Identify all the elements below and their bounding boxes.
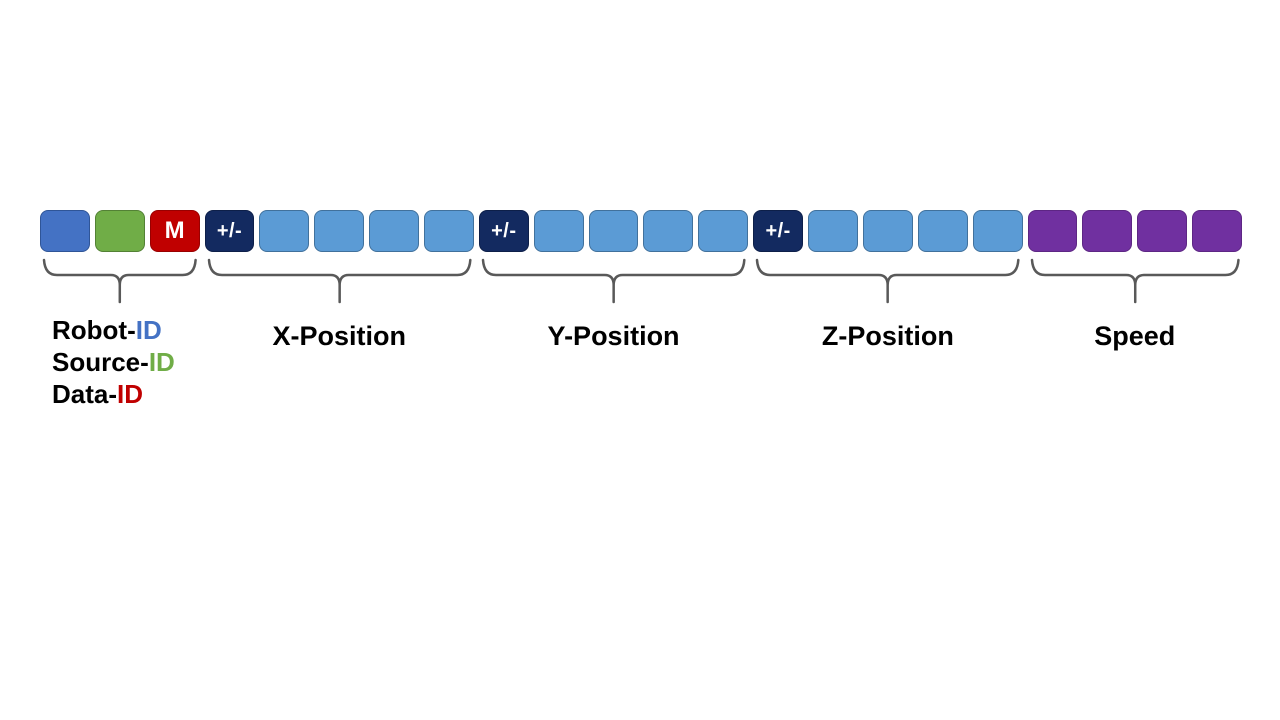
y-position-brace-icon bbox=[481, 258, 746, 304]
group-z-position: +/- Z-Position bbox=[753, 210, 1023, 352]
y-data-block bbox=[698, 210, 749, 252]
identifier-label-line: Robot-ID bbox=[52, 314, 200, 346]
speed-block bbox=[1082, 210, 1133, 252]
identifier-label-line: Data-ID bbox=[52, 378, 200, 410]
z-position-blocks: +/- bbox=[753, 210, 1023, 252]
x-position-label: X-Position bbox=[272, 321, 407, 351]
z-sign-block: +/- bbox=[753, 210, 804, 252]
x-data-block bbox=[369, 210, 420, 252]
x-sign-block: +/- bbox=[204, 210, 255, 252]
identifier-id-highlight: ID bbox=[148, 347, 175, 377]
identifier-prefix: Data- bbox=[52, 379, 118, 409]
speed-block bbox=[1027, 210, 1078, 252]
data-id-block: M bbox=[149, 210, 200, 252]
z-data-block bbox=[862, 210, 913, 252]
x-data-block bbox=[259, 210, 310, 252]
z-position-brace-icon bbox=[755, 258, 1020, 304]
z-position-label: Z-Position bbox=[821, 321, 954, 351]
y-position-blocks: +/- bbox=[478, 210, 749, 252]
source-id-block bbox=[94, 210, 145, 252]
identifier-prefix: Source- bbox=[52, 347, 149, 377]
identifier-label-line: Source-ID bbox=[52, 346, 200, 378]
y-data-block bbox=[588, 210, 639, 252]
group-y-position: +/- Y-Position bbox=[478, 210, 749, 352]
identifier-id-highlight: ID bbox=[117, 379, 144, 409]
z-data-block bbox=[808, 210, 858, 252]
y-position-label: Y-Position bbox=[547, 321, 680, 351]
identifier-id-highlight: ID bbox=[135, 315, 162, 345]
speed-block bbox=[1137, 210, 1188, 252]
z-data-block bbox=[972, 210, 1023, 252]
x-data-block bbox=[314, 210, 365, 252]
identifier-prefix: Robot- bbox=[52, 315, 136, 345]
speed-label: Speed bbox=[1094, 321, 1176, 351]
speed-blocks bbox=[1027, 210, 1242, 252]
group-x-position: +/- X-Position bbox=[204, 210, 474, 352]
identifiers-brace-icon bbox=[42, 258, 197, 304]
group-speed: Speed bbox=[1027, 210, 1242, 352]
z-data-block bbox=[917, 210, 968, 252]
y-sign-block: +/- bbox=[478, 210, 529, 252]
identifiers-blocks: M bbox=[40, 210, 200, 252]
speed-brace-icon bbox=[1030, 258, 1240, 304]
y-data-block bbox=[533, 210, 584, 252]
x-position-brace-icon bbox=[207, 258, 472, 304]
x-position-blocks: +/- bbox=[204, 210, 474, 252]
speed-block bbox=[1192, 210, 1242, 252]
robot-id-block bbox=[40, 210, 90, 252]
x-data-block bbox=[424, 210, 474, 252]
y-data-block bbox=[643, 210, 694, 252]
